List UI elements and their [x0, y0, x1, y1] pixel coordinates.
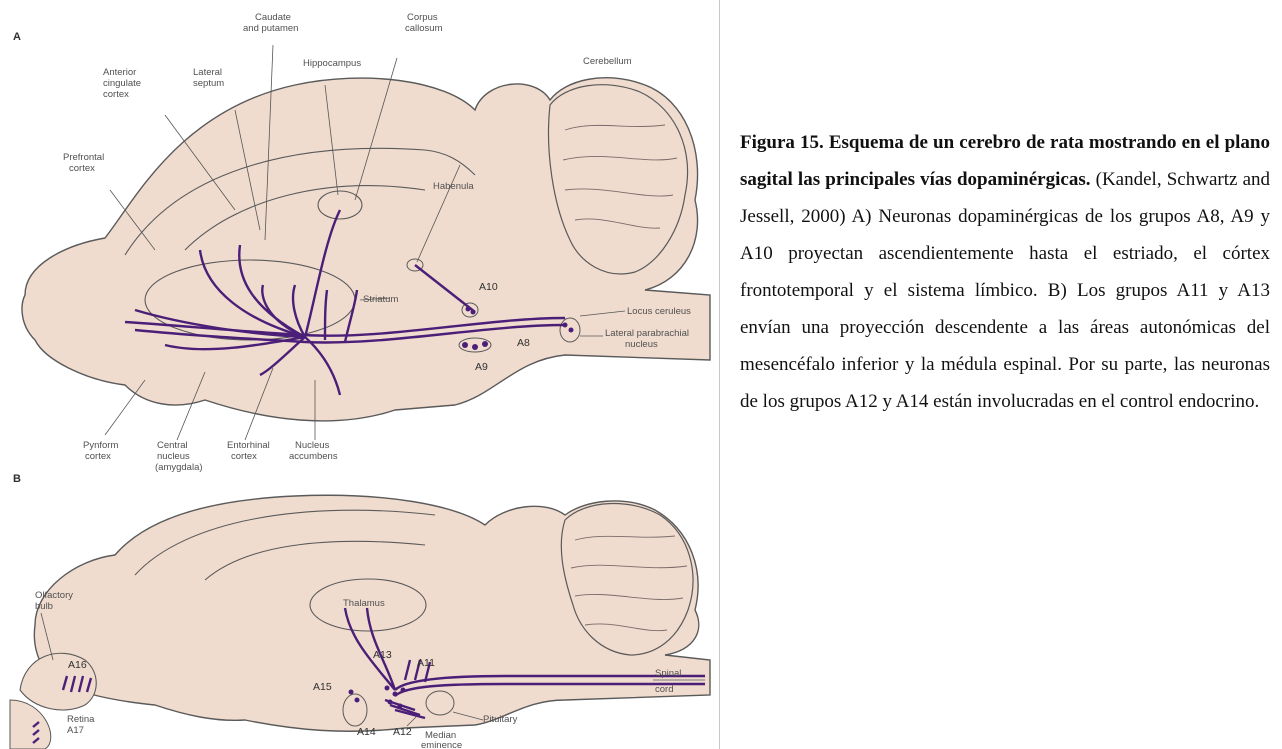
- label-parabrachial-2: nucleus: [625, 339, 658, 350]
- label-a15: A15: [313, 681, 332, 693]
- label-a11: A11: [417, 657, 435, 669]
- figure-caption: Figura 15. Esquema de un cerebro de rata…: [740, 124, 1270, 420]
- label-entorhinal-2: cortex: [231, 451, 257, 462]
- label-anterior-1: Anterior: [103, 67, 136, 78]
- label-anterior-3: cortex: [103, 89, 129, 100]
- label-central-2: nucleus: [157, 451, 190, 462]
- label-locus: Locus ceruleus: [627, 306, 691, 317]
- label-a8: A8: [517, 337, 530, 349]
- label-caudate-2: and putamen: [243, 23, 298, 34]
- label-hippocampus: Hippocampus: [303, 58, 361, 69]
- label-a9: A9: [475, 361, 488, 373]
- label-habenula: Habenula: [433, 181, 474, 192]
- label-pituitary: Pituitary: [483, 714, 518, 725]
- label-prefrontal-1: Prefrontal: [63, 152, 104, 163]
- label-central-1: Central: [157, 440, 188, 451]
- caption-body: (Kandel, Schwartz and Jessell, 2000) A) …: [740, 169, 1270, 412]
- label-retina-2: A17: [67, 725, 84, 736]
- label-a13: A13: [373, 649, 392, 661]
- label-a16: A16: [68, 659, 87, 671]
- label-corpus-2: callosum: [405, 23, 443, 34]
- label-olfactory-1: Olfactory: [35, 590, 73, 601]
- label-a10: A10: [479, 281, 498, 293]
- label-a12: A12: [393, 726, 412, 738]
- label-pyriform-1: Pynform: [83, 440, 118, 451]
- label-parabrachial-1: Lateral parabrachial: [605, 328, 689, 339]
- figure-image: A: [5, 0, 720, 749]
- label-central-3: (amygdala): [155, 462, 203, 473]
- label-corpus-1: Corpus: [407, 12, 438, 23]
- label-cerebellum: Cerebellum: [583, 56, 632, 67]
- label-a14: A14: [357, 726, 376, 738]
- label-thalamus: Thalamus: [343, 598, 385, 609]
- label-median-2: eminence: [421, 740, 462, 749]
- panel-a: A: [13, 12, 710, 473]
- label-olfactory-2: bulb: [35, 601, 53, 612]
- panel-a-letter: A: [13, 31, 21, 43]
- label-spinal-2: cord: [655, 684, 673, 695]
- label-septum-1: Lateral: [193, 67, 222, 78]
- label-caudate-1: Caudate: [255, 12, 291, 23]
- label-spinal-1: Spinal: [655, 668, 681, 679]
- panel-b-letter: B: [13, 473, 21, 485]
- label-entorhinal-1: Entorhinal: [227, 440, 270, 451]
- label-pyriform-2: cortex: [85, 451, 111, 462]
- panel-b: B: [10, 473, 710, 749]
- label-septum-2: septum: [193, 78, 224, 89]
- label-anterior-2: cingulate: [103, 78, 141, 89]
- label-striatum: Striatum: [363, 294, 398, 305]
- label-prefrontal-2: cortex: [69, 163, 95, 174]
- label-accumbens-1: Nucleus: [295, 440, 330, 451]
- label-accumbens-2: accumbens: [289, 451, 338, 462]
- label-retina-1: Retina: [67, 714, 95, 725]
